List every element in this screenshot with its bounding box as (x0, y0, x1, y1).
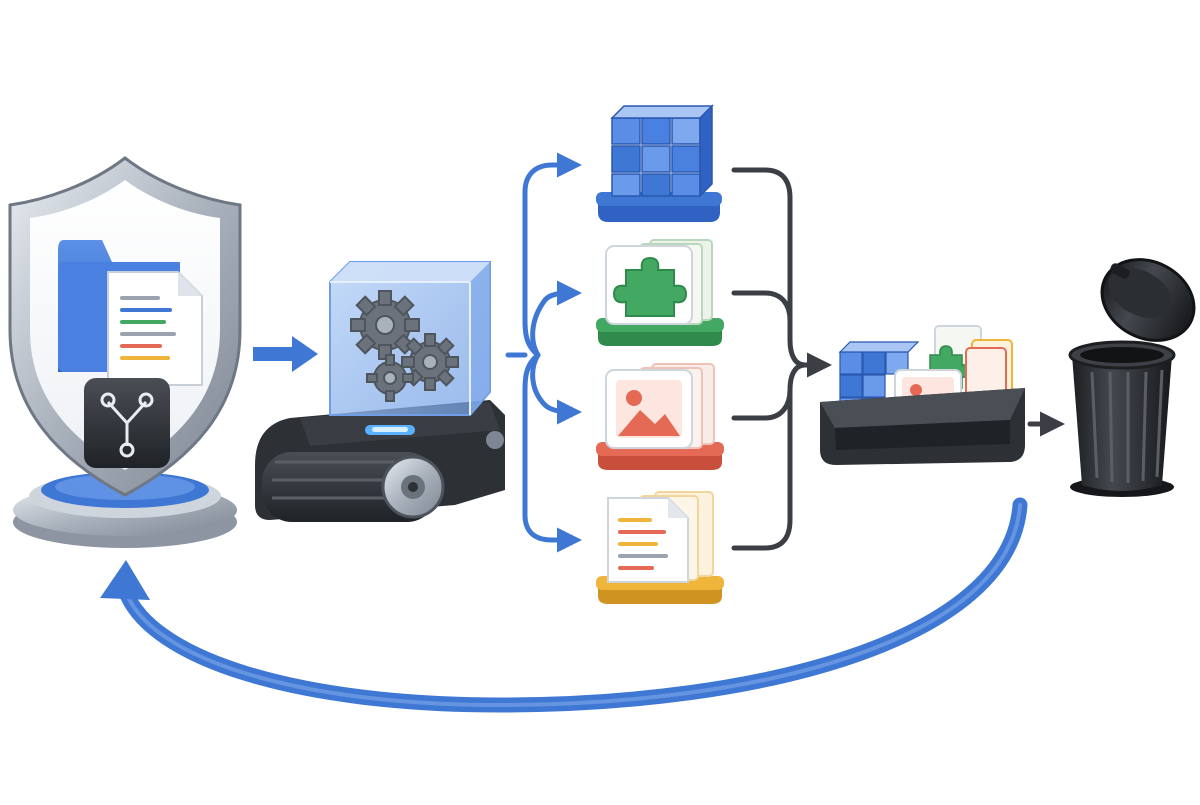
node-protected-repository (8, 156, 242, 548)
node-trash-bin (1068, 258, 1196, 497)
tray-icon (820, 325, 1025, 465)
document-icon (107, 271, 203, 386)
node-processing-machine (255, 261, 505, 522)
node-artifact-plugins (596, 239, 724, 346)
arrow-repo-to-machine (253, 336, 318, 372)
trash-icon (1068, 258, 1196, 497)
node-artifact-blocks (596, 104, 722, 222)
return-arc-connector (100, 497, 1028, 713)
cube-grid-icon (596, 104, 722, 222)
document-stack-icon (596, 491, 724, 604)
conveyor-icon (255, 400, 505, 522)
branch-out-connector (505, 152, 582, 553)
branch-icon (84, 378, 170, 468)
arrow-right-icon (292, 336, 318, 372)
trash-lid-icon (1100, 258, 1196, 342)
glass-case-icon (329, 261, 491, 416)
node-collected-tray (820, 325, 1025, 465)
puzzle-icon (596, 239, 724, 346)
image-icon (596, 363, 724, 470)
node-artifact-images (596, 363, 724, 470)
merge-connector (731, 167, 832, 551)
node-artifact-documents (596, 491, 724, 604)
gear-icon (350, 290, 459, 402)
return-arrowhead-icon (100, 560, 150, 600)
